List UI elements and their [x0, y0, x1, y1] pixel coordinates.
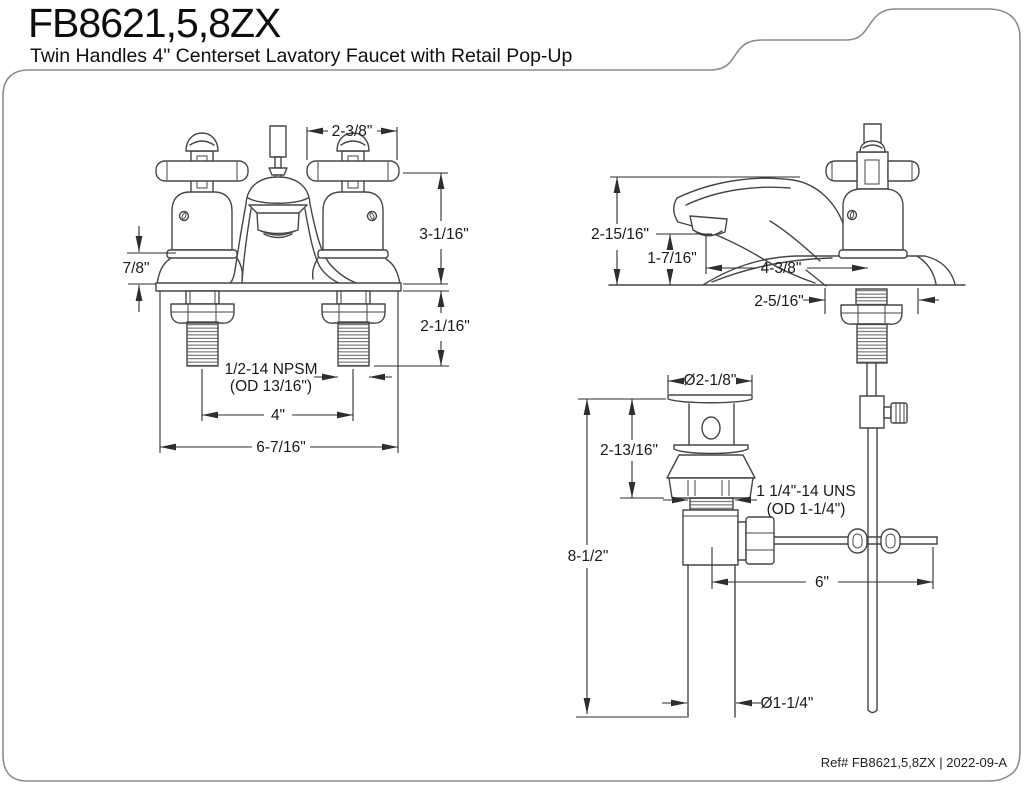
dim-shank-length: 2-1/16": [374, 290, 470, 367]
page-subtitle: Twin Handles 4" Centerset Lavatory Fauce…: [30, 45, 573, 67]
dim-spout-clearance: 1-7/16": [647, 233, 712, 285]
clevis-screw: [890, 402, 908, 424]
dim-label: 4": [271, 407, 285, 424]
dim-base-width: 6-7/16": [159, 291, 399, 456]
lock-washer: [170, 303, 235, 324]
drain-view: Ø2-1/8" 2-13/16" 1 1/4"-14 UNS (OD 1-1/4…: [568, 372, 934, 718]
right-shank: [321, 290, 386, 367]
dim-label: 8-1/2": [568, 548, 609, 565]
handle-bell: [322, 191, 384, 251]
dim-label: 1 1/4"-14 UNS: [756, 483, 855, 500]
dim-label: Ø2-1/8": [684, 372, 737, 389]
dim-drain-thread: 1 1/4"-14 UNS (OD 1-1/4"): [663, 483, 856, 518]
drain-threads: [689, 497, 734, 511]
dim-overall-height: 2-15/16": [591, 176, 800, 285]
dim-label: 7/8": [122, 260, 149, 277]
cross-handle-bar: [306, 160, 400, 182]
handle-bell: [171, 191, 233, 251]
dim-faucet-centers: 4": [201, 369, 354, 424]
dim-spout-reach: 4-3/8": [705, 236, 868, 277]
handle-screw: [846, 209, 858, 221]
front-view: 2-3/8" 3-1/16" 7/8" 2-1/16: [122, 123, 469, 456]
spring-clip: [847, 528, 868, 554]
cross-handle-bar: [155, 160, 249, 182]
threaded-shank: [337, 321, 370, 367]
drain-body: [682, 509, 739, 566]
dim-label: Ø1-1/4": [761, 695, 814, 712]
dim-flange-diameter: Ø2-1/8": [667, 372, 753, 394]
dim-label: 2-1/16": [420, 318, 469, 335]
dim-label: 3-1/16": [419, 226, 468, 243]
left-handle: [155, 132, 249, 259]
threaded-shank: [186, 321, 219, 367]
dim-label: 2-5/16": [754, 293, 803, 310]
handle-bell: [842, 188, 904, 251]
drain-flange: [667, 394, 753, 404]
dim-flange-to-thread: 2-13/16": [578, 398, 666, 499]
side-shank-linkage: [773, 288, 938, 714]
right-handle: [306, 132, 400, 259]
dim-label: 1/2-14 NPSM: [224, 361, 317, 378]
pivot-nut: [745, 516, 775, 565]
lift-strap: [867, 709, 878, 714]
dim-shank-thread: 1/2-14 NPSM (OD 13/16"): [224, 361, 392, 395]
side-handle: [825, 140, 920, 259]
faucet-side-drawing: [608, 123, 966, 714]
cone-gasket: [666, 454, 756, 479]
side-view: 2-15/16" 1-7/16" 4-3/8" 2-5/16": [591, 123, 966, 714]
dim-label: (OD 13/16"): [230, 378, 312, 395]
dim-base-depth: 2-5/16": [754, 288, 939, 314]
dim-label: 1-7/16": [647, 250, 696, 267]
dim-label: 2-13/16": [600, 442, 658, 459]
dim-handle-width: 2-3/8": [306, 123, 398, 160]
threaded-shank: [856, 323, 888, 364]
lock-washer: [321, 303, 386, 324]
dim-overall-length: 8-1/2": [568, 399, 687, 718]
lift-rod-knob: [269, 125, 287, 158]
dim-label: 2-3/8": [332, 123, 373, 140]
clevis: [859, 395, 885, 429]
lock-washer: [840, 304, 903, 325]
overflow-hole: [701, 416, 721, 440]
dim-body-height: 7/8": [122, 226, 176, 312]
drain-drawing: [666, 394, 775, 718]
reference-number: Ref# FB8621,5,8ZX | 2022-09-A: [820, 755, 1007, 770]
dim-height-above-deck: 3-1/16": [403, 172, 469, 285]
dim-label: 6-7/16": [256, 439, 305, 456]
faucet-front-drawing: [155, 125, 402, 367]
locknut: [668, 477, 754, 499]
dim-rod-length: 6": [711, 547, 934, 591]
deck-plate: [155, 282, 402, 292]
left-shank: [170, 290, 235, 367]
dim-label: (OD 1-1/4"): [767, 501, 846, 518]
dim-label: 2-15/16": [591, 226, 649, 243]
spout-nose: [673, 197, 679, 223]
dim-tailpiece-diameter: Ø1-1/4": [662, 695, 813, 712]
page-title: FB8621,5,8ZX: [28, 0, 281, 46]
dim-label: 4-3/8": [761, 260, 802, 277]
dim-label: 6": [815, 574, 829, 591]
page-border: [2, 8, 1021, 782]
